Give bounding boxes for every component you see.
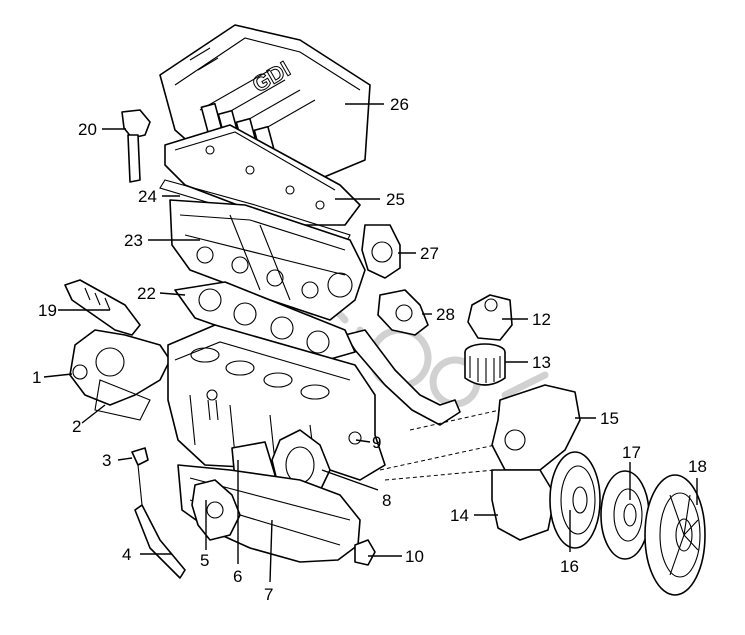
callout-18: 18 [688,457,707,476]
alignment-lines [379,409,501,481]
callout-3: 3 [102,451,111,470]
water-pump [69,329,171,421]
fuel-injector [64,279,141,336]
callout-24: 24 [138,187,157,206]
callout-16: 16 [560,557,579,576]
callout-28: 28 [436,305,455,324]
callout-7: 7 [264,585,273,604]
callout-19: 19 [38,301,57,320]
valve-cover [164,124,361,226]
callout-8: 8 [382,491,391,510]
callout-20: 20 [78,120,97,139]
flywheel-cover [491,469,556,541]
callout-12: 12 [532,310,551,329]
callout-27: 27 [420,244,439,263]
coolant-pipe [344,329,461,426]
leader-lines [43,103,698,583]
drain-plug [354,539,376,566]
callout-26: 26 [390,95,409,114]
callout-2: 2 [72,417,81,436]
callout-6: 6 [233,567,242,586]
callout-9: 9 [372,433,381,452]
callout-25: 25 [386,190,405,209]
callout-22: 22 [137,284,156,303]
callout-17: 17 [622,443,641,462]
callout-10: 10 [405,547,424,566]
callout-4: 4 [122,545,131,564]
callout-14: 14 [450,506,469,525]
callout-labels: 1 2 3 4 5 6 7 8 9 10 12 13 14 15 16 17 1… [32,95,707,604]
head-gasket [174,281,356,363]
dipstick [131,447,149,506]
engine-block [167,324,386,481]
callout-13: 13 [532,353,551,372]
rear-plate [491,384,581,471]
pressure-plate [644,474,706,596]
flywheel [549,451,601,549]
dipstick-tube [134,504,186,579]
callout-23: 23 [124,231,143,250]
pump-housing [377,289,429,336]
callout-1: 1 [32,368,41,387]
callout-5: 5 [200,551,209,570]
oil-strainer [191,479,241,541]
oil-filter [464,343,506,386]
clutch-disc [600,470,650,560]
oil-filter-bracket [467,294,513,341]
throttle-body [361,224,401,279]
callout-15: 15 [600,409,619,428]
cylinder-head [169,199,366,321]
ignition-coil [121,109,151,183]
